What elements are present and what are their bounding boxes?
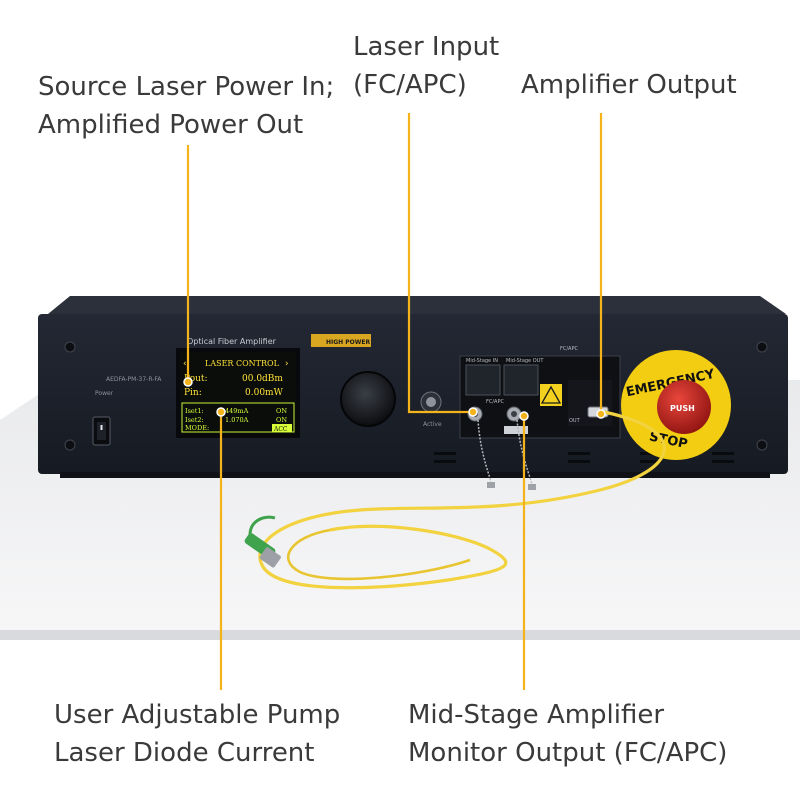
- model-label: AEDFA-PM-37-R-FA: [106, 376, 162, 383]
- brand-badge-text: HIGH POWER: [326, 339, 371, 346]
- callout-source-power-line1: Source Laser Power In;: [38, 72, 335, 102]
- device-feet: [60, 472, 770, 478]
- laser-warning-icon: [540, 385, 562, 404]
- lcd-lower-frame: [181, 402, 295, 433]
- emergency-stop-button[interactable]: [657, 380, 711, 434]
- lcd-arrow-left: ‹: [183, 359, 187, 369]
- dust-cap: [528, 484, 536, 490]
- amplifier-output-port: [568, 380, 612, 426]
- lcd-i2-value: 1.070A: [225, 416, 249, 424]
- midstage-in-label: Mid-Stage IN: [466, 358, 498, 364]
- fc-apc-top-label: FC/APC: [560, 346, 578, 352]
- lcd-pin-label: Pin:: [184, 388, 202, 398]
- power-switch-rocker: [97, 422, 106, 440]
- laser-warning-label: [540, 384, 562, 406]
- lcd-mode-value: ACC: [273, 426, 288, 433]
- dust-cap: [487, 482, 495, 488]
- active-button[interactable]: [426, 397, 436, 407]
- callout-amplifier-output: Amplifier Output: [521, 66, 737, 104]
- lcd-screen: [180, 352, 296, 434]
- midstage-in-port[interactable]: [465, 364, 501, 396]
- device-top: [48, 296, 786, 314]
- midstage-out-label: Mid-Stage OUT: [506, 358, 544, 364]
- table-edge: [0, 630, 800, 640]
- callout-pump-current-line1: User Adjustable Pump: [54, 700, 341, 730]
- fiber-cable-loop: [287, 528, 471, 581]
- leader-laser-input: [407, 113, 473, 414]
- midstage-output-connector-core: [511, 411, 517, 417]
- lcd-mode-highlight: [272, 424, 292, 432]
- callout-dots: [183, 377, 606, 421]
- screw-icon: [756, 439, 768, 451]
- lcd-i1-label: Iset1:: [185, 407, 204, 415]
- dot-midstage-monitor: [519, 411, 529, 421]
- dust-cap-chain: [516, 419, 533, 485]
- callout-laser-input-line1: Laser Input: [353, 32, 500, 62]
- lcd-arrow-right: ›: [285, 359, 289, 369]
- dot-laser-input: [468, 407, 478, 417]
- callout-pump-current-line2: Laser Diode Current: [54, 738, 315, 768]
- power-label: Power: [95, 390, 114, 397]
- fc-apc-label: FC/APC: [486, 399, 504, 405]
- callout-laser-input-line2: (FC/APC): [353, 70, 467, 100]
- callout-lines: [186, 113, 603, 690]
- dot-source-power: [183, 377, 193, 387]
- panel-title: Optical Fiber Amplifier: [187, 337, 277, 346]
- lcd-pin-value: 0.00mW: [245, 388, 284, 398]
- callout-laser-input: Laser Input (FC/APC): [353, 28, 499, 104]
- power-switch-mark: [100, 425, 103, 430]
- lcd-i2-state: ON: [276, 416, 287, 424]
- screw-icon: [756, 341, 768, 353]
- estop-push-text: PUSH: [670, 404, 695, 413]
- dust-cap-chain: [477, 419, 492, 483]
- lcd-pout-label: Pout:: [184, 374, 208, 384]
- callout-amplifier-output-line1: Amplifier Output: [521, 70, 737, 100]
- out-label-plate: [504, 426, 528, 434]
- screw-icon: [64, 341, 76, 353]
- lcd-i1-state: ON: [276, 407, 287, 415]
- lcd-mode-label: MODE:: [185, 424, 209, 432]
- lcd-i1-value: 449mA: [225, 407, 249, 415]
- callout-source-power-line2: Amplified Power Out: [38, 110, 304, 140]
- lcd-pout-value: 00.0dBm: [242, 374, 283, 384]
- callout-pump-current: User Adjustable Pump Laser Diode Current: [54, 696, 340, 772]
- lcd-i2-label: Iset2:: [185, 416, 204, 424]
- callout-midstage-monitor: Mid-Stage Amplifier Monitor Output (FC/A…: [408, 696, 727, 772]
- callout-midstage-monitor-line1: Mid-Stage Amplifier: [408, 700, 665, 730]
- active-label: Active: [423, 421, 442, 428]
- out-label: OUT: [569, 418, 581, 424]
- screw-icon: [64, 439, 76, 451]
- callout-midstage-monitor-line2: Monitor Output (FC/APC): [408, 738, 728, 768]
- dot-pump-current: [216, 407, 226, 417]
- brand-badge: [311, 334, 371, 347]
- fiber-connector-body: [259, 547, 281, 568]
- control-knob[interactable]: [340, 371, 396, 427]
- midstage-out-port[interactable]: [503, 364, 539, 396]
- callout-source-power: Source Laser Power In; Amplified Power O…: [38, 68, 334, 144]
- fiber-green-lead: [248, 515, 276, 536]
- dot-amplifier-output: [596, 409, 606, 419]
- lcd-header: LASER CONTROL: [205, 359, 280, 368]
